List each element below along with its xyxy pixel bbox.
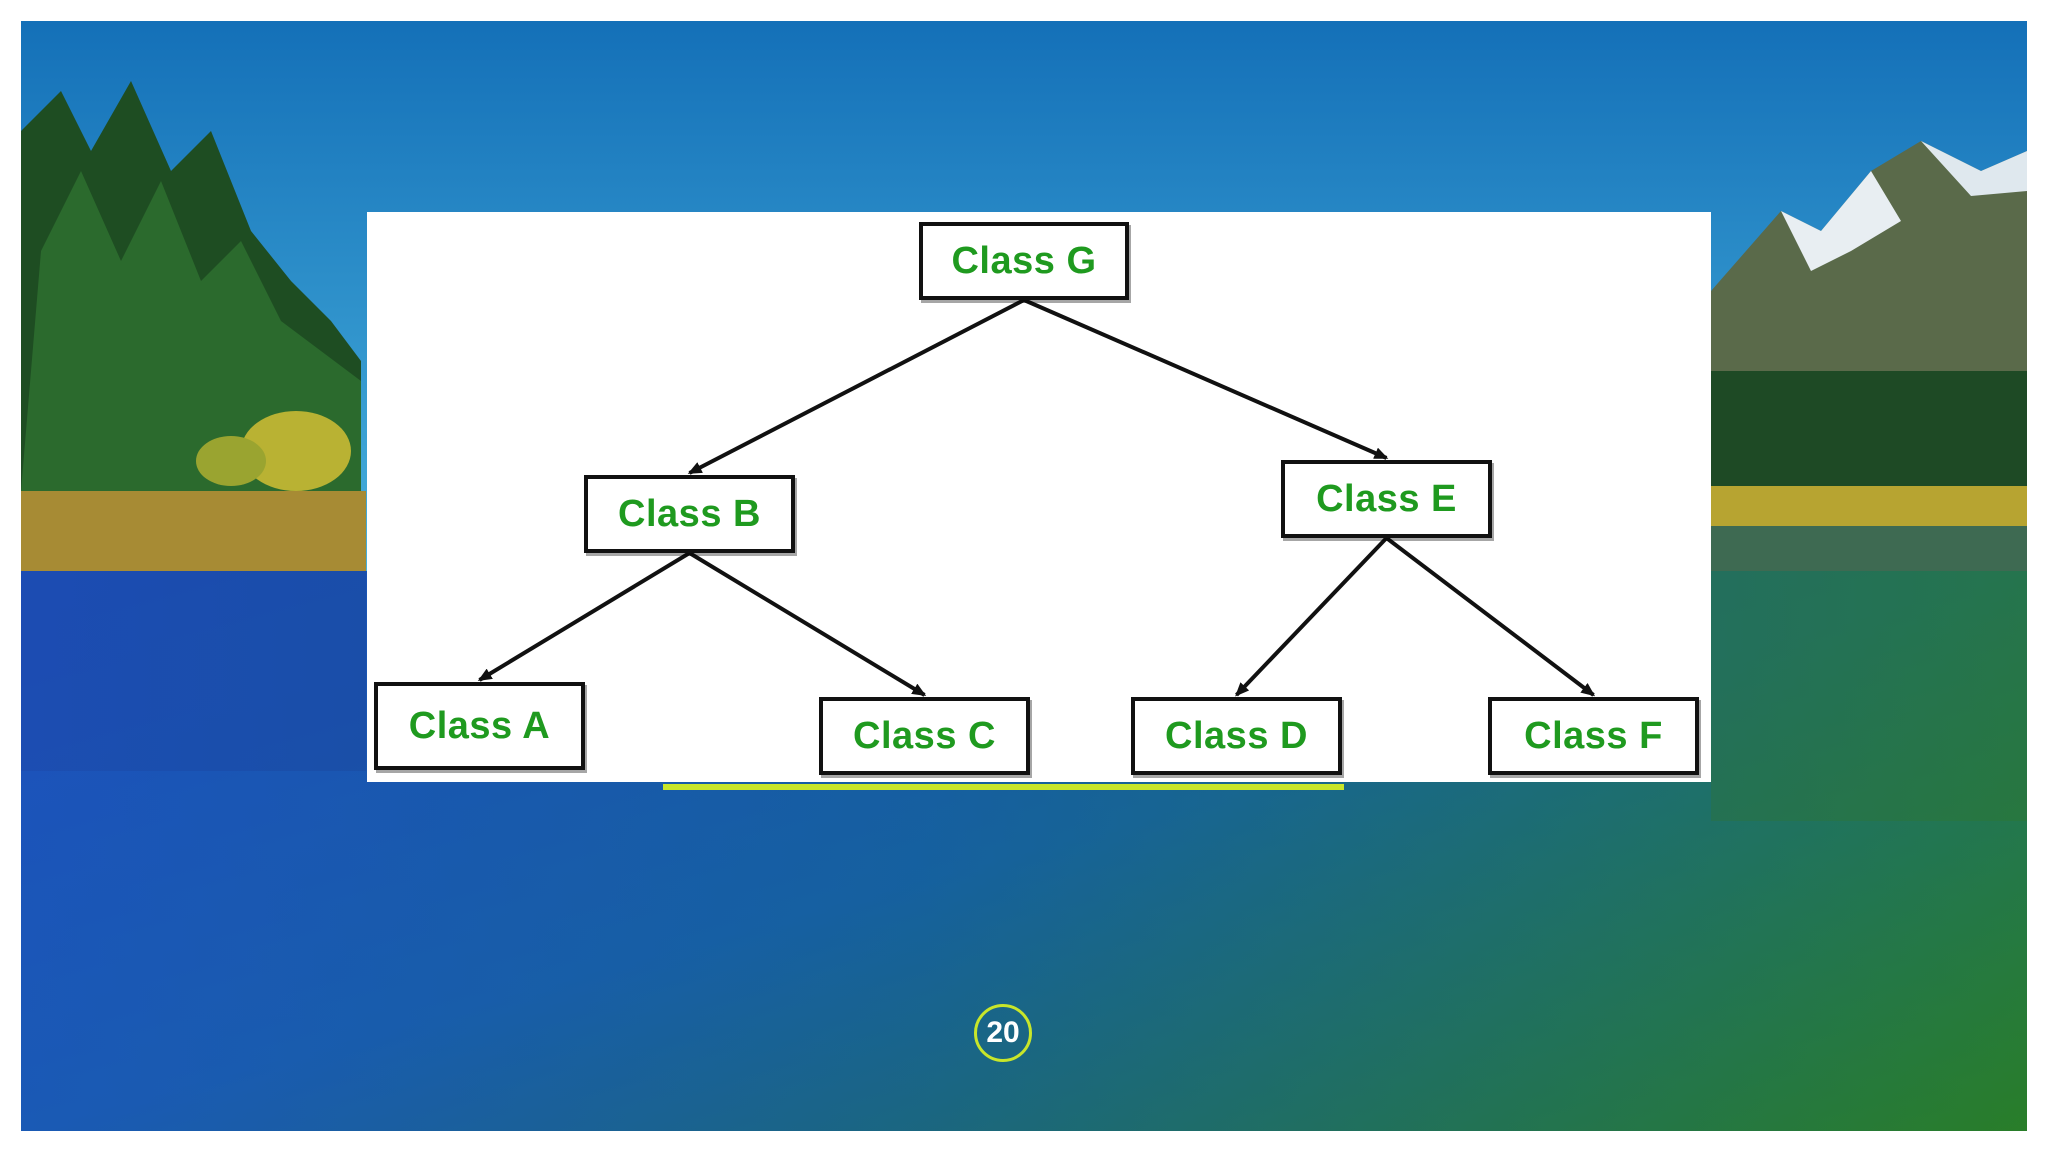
class-e-node: Class E: [1281, 460, 1492, 538]
class-c-node: Class C: [819, 697, 1030, 775]
class-b-node: Class B: [584, 475, 795, 553]
class-a-node: Class A: [374, 682, 585, 770]
arrow-b-to-a: [477, 551, 691, 682]
class-hierarchy-diagram: Class G Class B Class E Class A Class C …: [367, 212, 1711, 782]
class-f-label: Class F: [1524, 714, 1663, 757]
class-g-label: Class G: [951, 239, 1097, 282]
class-e-label: Class E: [1316, 477, 1457, 520]
arrow-e-to-d: [1235, 536, 1388, 697]
arrow-g-to-b: [687, 298, 1025, 475]
class-d-node: Class D: [1131, 697, 1342, 775]
class-b-label: Class B: [618, 492, 761, 535]
class-g-node: Class G: [919, 222, 1129, 300]
class-a-label: Class A: [408, 704, 551, 747]
page-number: 20: [986, 1016, 1020, 1049]
arrow-e-to-f: [1385, 536, 1596, 697]
edge-layer: [477, 298, 1596, 697]
class-d-label: Class D: [1165, 714, 1308, 757]
class-f-node: Class F: [1488, 697, 1699, 775]
page-number-badge: 20: [974, 1004, 1032, 1062]
class-c-label: Class C: [853, 714, 996, 757]
arrow-b-to-c: [688, 551, 927, 697]
arrow-g-to-e: [1023, 298, 1389, 460]
accent-underline: [663, 784, 1344, 790]
